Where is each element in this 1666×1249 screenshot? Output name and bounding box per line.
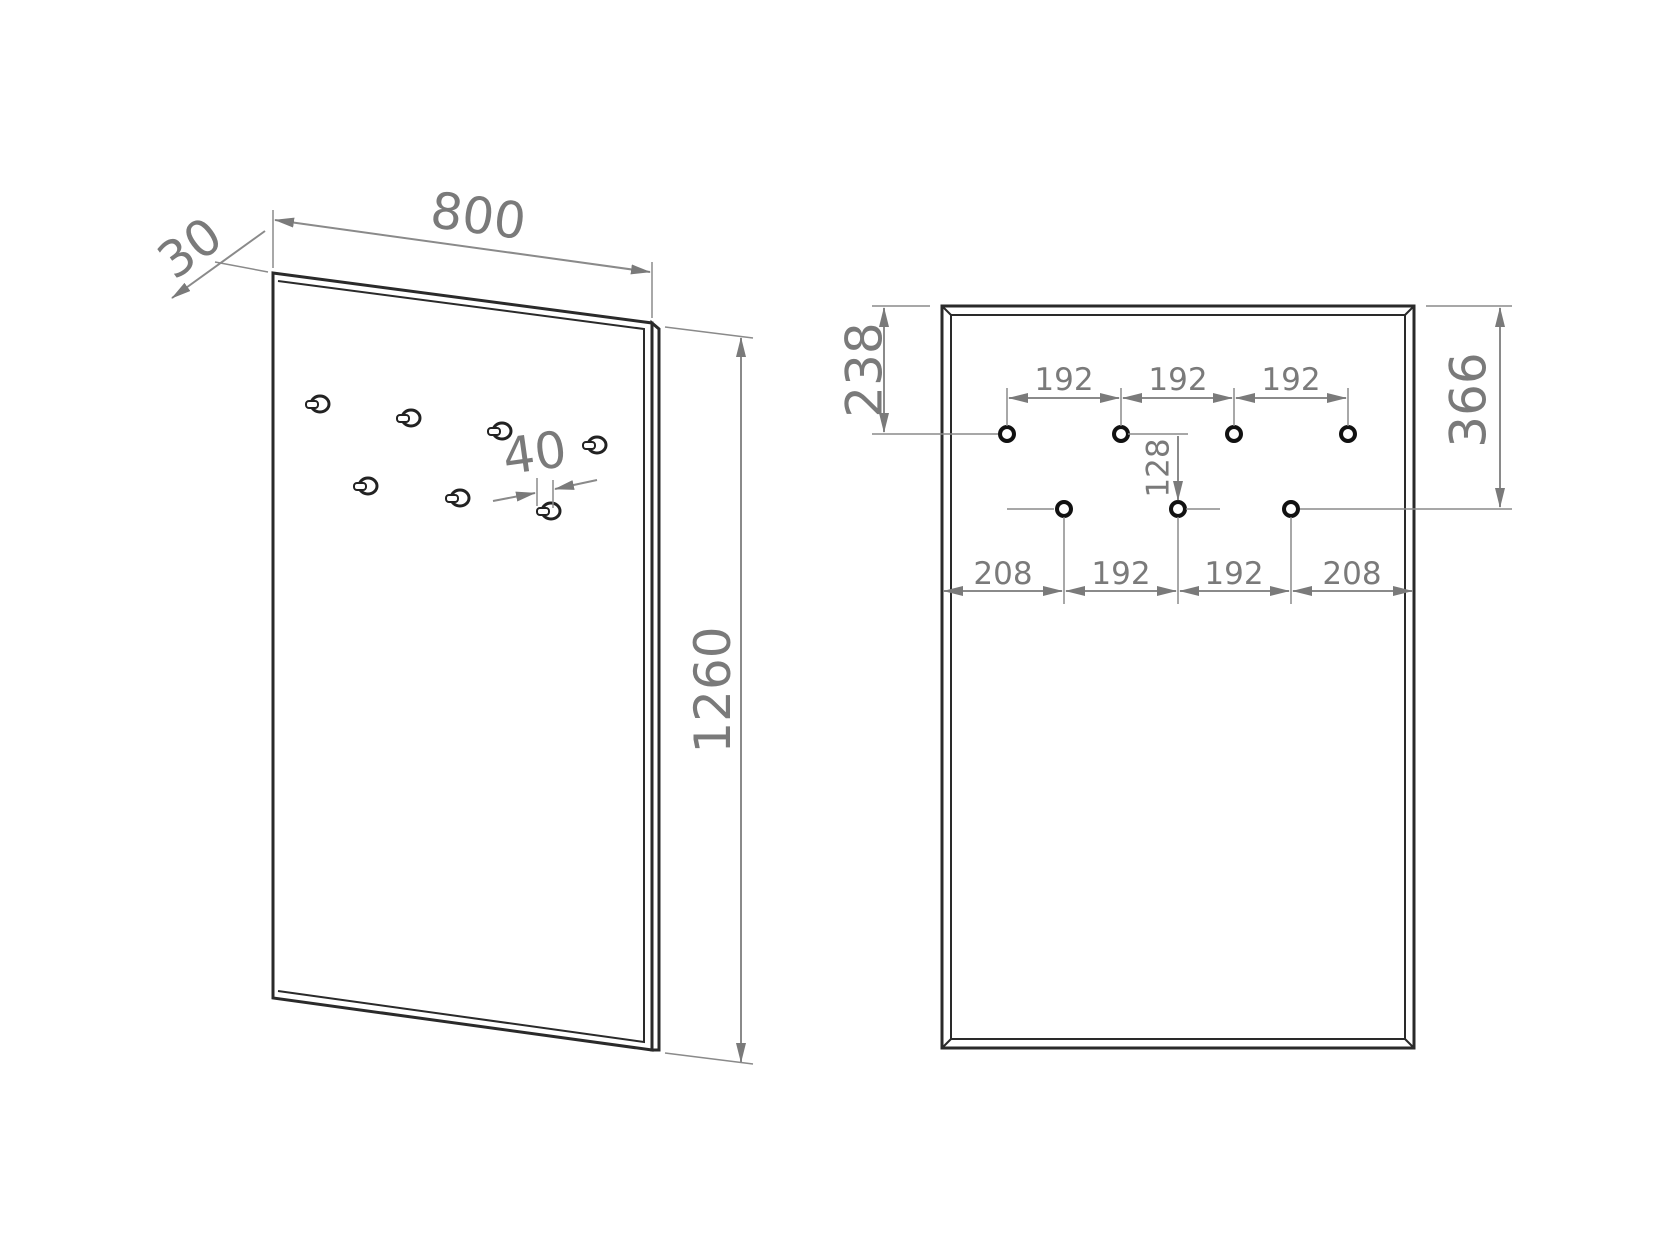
top-to-row1-label: 238 — [836, 322, 894, 417]
hole — [998, 425, 1016, 443]
hook — [582, 435, 608, 455]
width-dimension-line — [274, 217, 651, 275]
width-dimension-label: 800 — [427, 181, 529, 251]
hole — [1282, 500, 1300, 518]
hook-holes — [998, 425, 1357, 518]
hooks — [305, 394, 608, 521]
hook — [487, 421, 513, 441]
row2-spacing-label: 192 — [1091, 556, 1150, 592]
depth-dimension-label: 30 — [147, 206, 233, 290]
depth-dimension-line — [171, 230, 266, 299]
hole — [1225, 425, 1243, 443]
hook — [536, 501, 562, 521]
row2-spacing-label: 208 — [973, 556, 1032, 592]
height-dimension-label: 1260 — [684, 626, 742, 753]
hole — [1112, 425, 1130, 443]
front-view: 238 366 128 192 192 192 208 192 192 — [836, 304, 1512, 1050]
hook — [445, 488, 471, 508]
hole — [1169, 500, 1187, 518]
panel-side-face — [650, 319, 661, 1052]
perspective-view: 800 30 1260 40 — [147, 181, 754, 1065]
row2-spacing-label: 208 — [1322, 556, 1381, 592]
hook — [305, 394, 331, 414]
hole — [1055, 500, 1073, 518]
row1-spacing-label: 192 — [1034, 362, 1093, 398]
hole — [1339, 425, 1357, 443]
hook-spacing-label: 40 — [499, 420, 570, 486]
hook — [396, 408, 422, 428]
hook — [353, 476, 379, 496]
row1-spacing-label: 192 — [1148, 362, 1207, 398]
front-panel — [940, 304, 1416, 1050]
panel-bevel — [277, 280, 645, 1044]
row1-spacing-label: 192 — [1261, 362, 1320, 398]
front-panel-bevel — [950, 314, 1406, 1040]
hook-spacing-line — [492, 491, 536, 502]
top-to-row2-label: 366 — [1440, 352, 1498, 447]
row-gap-label: 128 — [1141, 438, 1177, 497]
row2-spacing-label: 192 — [1204, 556, 1263, 592]
panel-front-face — [271, 271, 654, 1052]
